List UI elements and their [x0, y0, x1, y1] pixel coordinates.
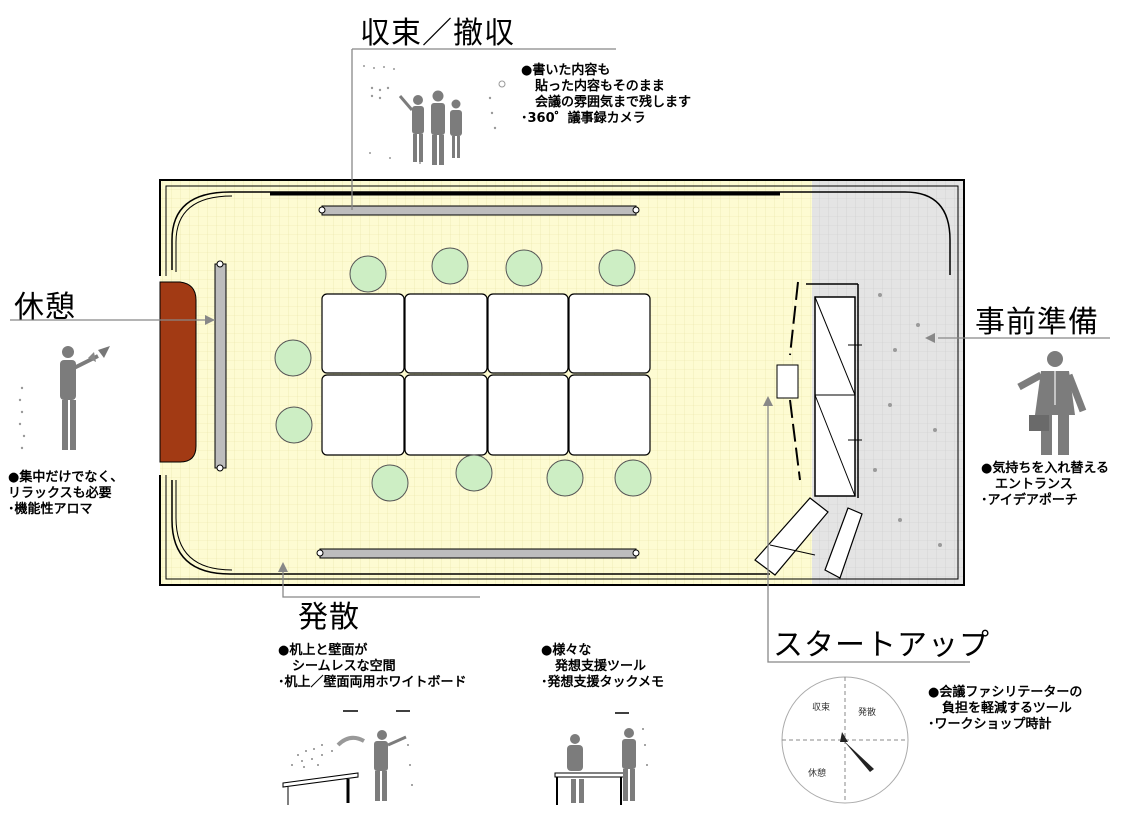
note-line: ･機能性アロマ	[8, 502, 93, 517]
label-jizen: 事前準備	[975, 305, 1099, 340]
note-jizen: ●気持ちを入れ替える エントランス ･アイデアポーチ	[981, 461, 1109, 509]
note-line: 貼った内容もそのまま	[535, 79, 665, 94]
note-line: ･発想支援タックメモ	[541, 675, 664, 690]
whiteboard-person-illustration	[282, 710, 413, 805]
businessman-illustration	[1017, 351, 1087, 455]
note-line: ･ワークショップ時計	[928, 717, 1052, 732]
label-shusoku: 収束／撤収	[360, 16, 515, 51]
note-line: ●会議ファシリテーターの	[928, 685, 1083, 700]
note-line: リラックスも必要	[8, 486, 112, 501]
whiteboard-top	[318, 205, 640, 216]
clock-label-kyukei: 休憩	[808, 767, 826, 779]
clock-label-shusoku: 収束	[812, 701, 830, 713]
whiteboard-left	[214, 260, 227, 472]
label-hassan: 発散	[298, 600, 360, 635]
people-discussion-illustration	[363, 65, 506, 165]
note-line: ●様々な	[541, 643, 592, 658]
note-shusoku: ●書いた内容も 貼った内容もそのまま 会議の雰囲気まで残します ･360゜議事録…	[521, 63, 691, 127]
note-line: ●集中だけでなく、	[8, 470, 124, 485]
label-kyukei: 休憩	[14, 290, 76, 325]
note-line: ●書いた内容も	[521, 63, 611, 78]
table-meeting-illustration	[554, 712, 648, 805]
clock-label-hassan: 発散	[858, 706, 876, 718]
clock-hand	[843, 740, 874, 772]
note-line: ･机上／壁面両用ホワイトボード	[278, 675, 467, 690]
entrance-decoration	[873, 293, 942, 547]
note-hassan-2: ●様々な 発想支援ツール ･発想支援タックメモ	[541, 643, 664, 691]
callout-arrowheads	[205, 315, 935, 572]
note-line: 負担を軽減するツール	[942, 701, 1072, 716]
note-line: 発想支援ツール	[555, 659, 647, 674]
chairs	[274, 247, 652, 502]
note-line: エントランス	[995, 477, 1073, 492]
table-grid	[321, 293, 651, 456]
note-hassan-1: ●机上と壁面が シームレスな空間 ･机上／壁面両用ホワイトボード	[278, 643, 467, 691]
entrance-partition	[754, 281, 863, 579]
whiteboard-bottom	[316, 548, 640, 559]
callout-lines	[10, 48, 1110, 663]
note-line: シームレスな空間	[292, 659, 396, 674]
note-kyukei: ●集中だけでなく、 リラックスも必要 ･機能性アロマ	[8, 470, 123, 518]
note-line: 会議の雰囲気まで残します	[535, 95, 692, 110]
note-line: ●気持ちを入れ替える	[981, 461, 1109, 476]
note-startup: ●会議ファシリテーターの 負担を軽減するツール ･ワークショップ時計	[928, 685, 1082, 733]
resting-person-illustration	[18, 346, 110, 450]
note-line: ･アイデアポーチ	[981, 493, 1078, 508]
door	[159, 281, 197, 463]
label-startup: スタートアップ	[773, 628, 990, 663]
note-line: ･360゜議事録カメラ	[521, 111, 646, 126]
workshop-clock-illustration: 収束 発散 休憩	[781, 676, 909, 804]
note-line: ●机上と壁面が	[278, 643, 368, 658]
